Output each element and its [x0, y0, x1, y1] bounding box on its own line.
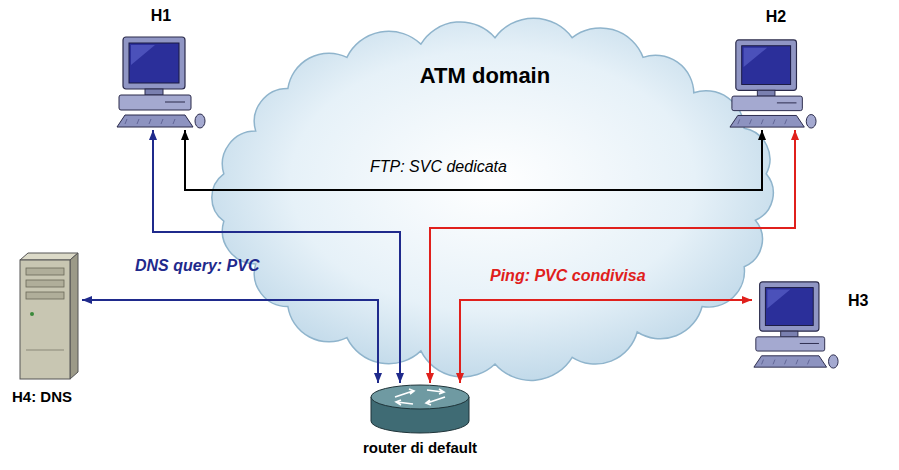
cloud-icon: [195, 5, 795, 390]
edge-label: Ping: PVC condivisa: [490, 267, 646, 285]
node-label: H2: [766, 8, 786, 26]
server-icon: [12, 250, 82, 382]
edge-label: FTP: SVC dedicata: [370, 158, 507, 176]
pc-icon: [752, 280, 840, 370]
host-node: H3: [752, 280, 840, 370]
cloud-title: ATM domain: [420, 63, 550, 89]
node-label: H3: [848, 292, 868, 310]
edge-label: DNS query: PVC: [135, 257, 259, 275]
router-icon: [365, 383, 475, 435]
host-node: H2: [728, 38, 818, 130]
node-label: router di default: [363, 439, 477, 456]
node-label: H4: DNS: [12, 388, 72, 405]
server-node: H4: DNS: [12, 250, 82, 382]
network-cloud: ATM domain: [195, 5, 795, 390]
router-node: router di default: [365, 383, 475, 435]
host-node: H1: [115, 35, 207, 130]
pc-icon: [115, 35, 207, 130]
pc-icon: [728, 38, 818, 130]
node-label: H1: [151, 7, 171, 25]
